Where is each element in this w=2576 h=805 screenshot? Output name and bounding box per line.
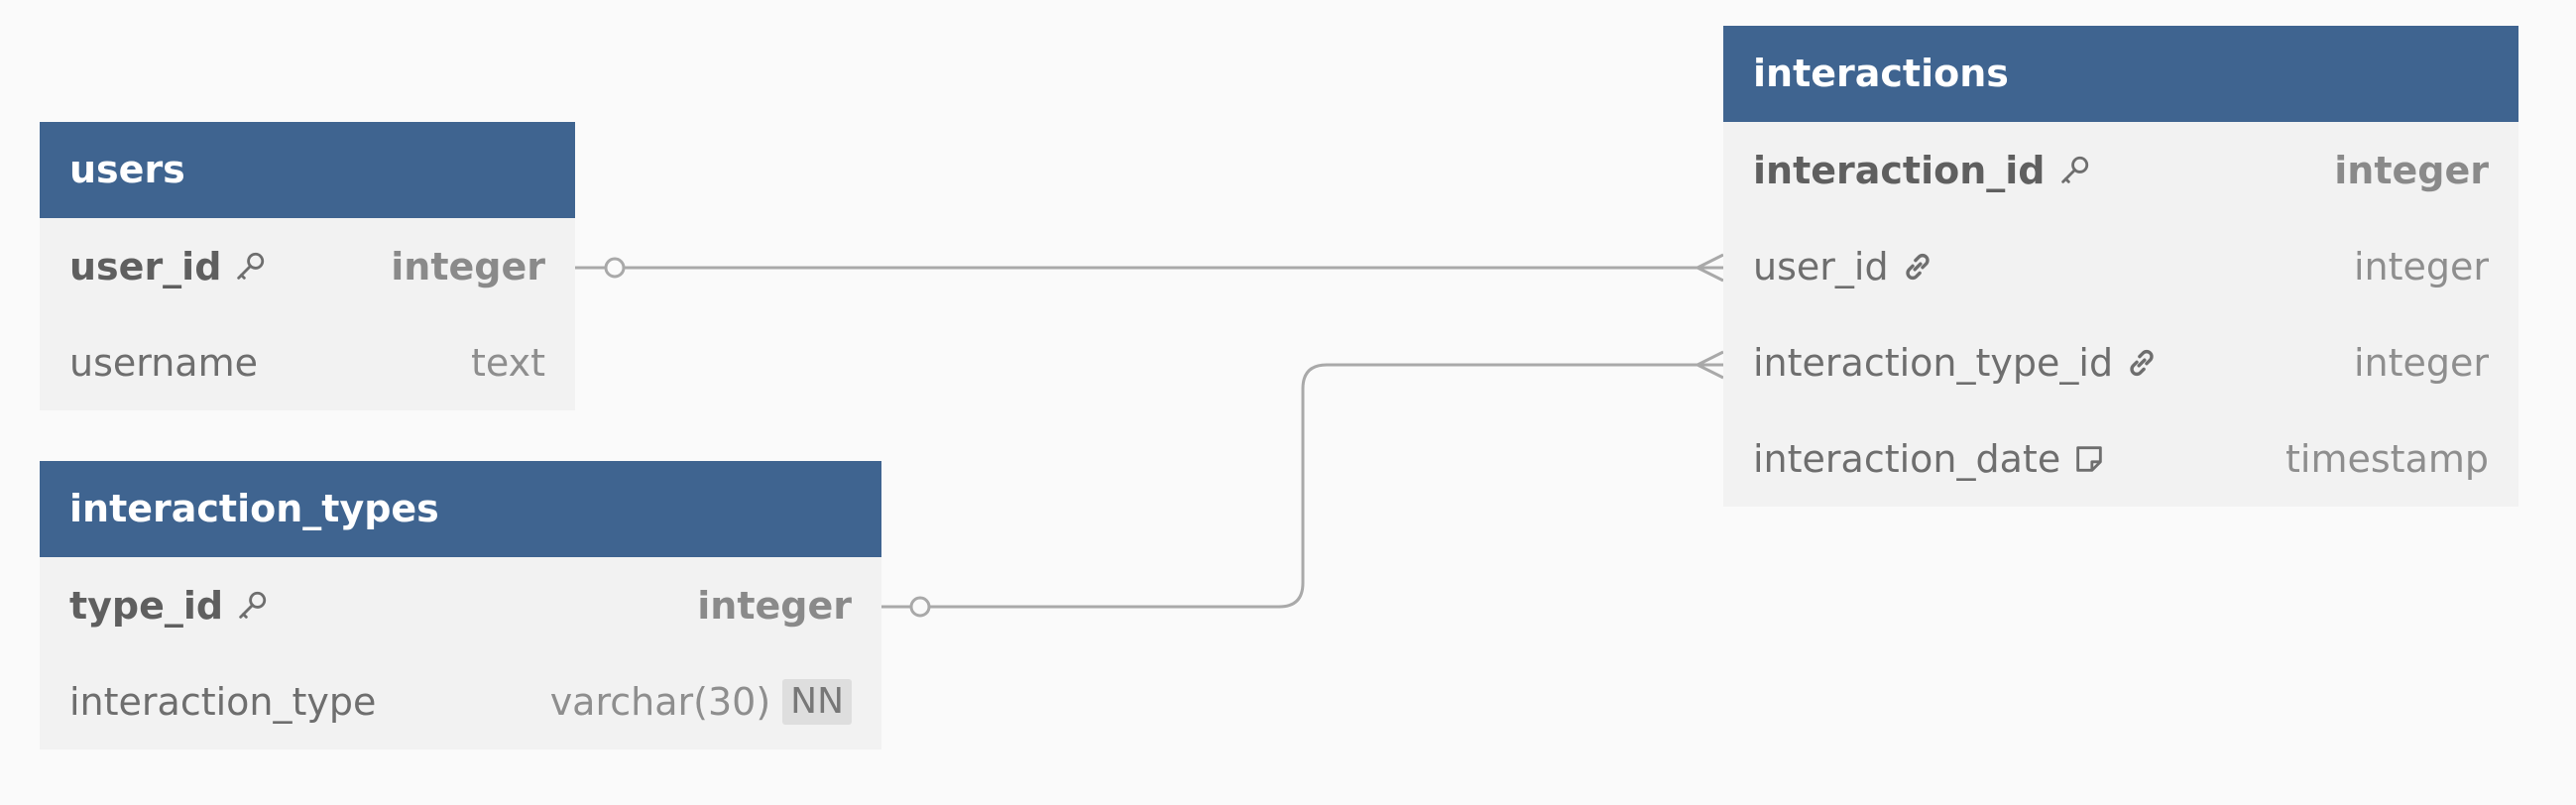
column-name: interaction_type_id <box>1753 340 2114 385</box>
table-row[interactable]: user_id integer <box>40 218 575 314</box>
column-name: user_id <box>69 244 222 288</box>
column-type: integer <box>391 244 545 288</box>
column-name: interaction_type <box>69 679 377 724</box>
column-type: integer <box>2353 244 2489 288</box>
table-row[interactable]: interaction_type varchar(30) NN <box>40 653 881 749</box>
table-row[interactable]: interaction_id integer <box>1723 122 2518 218</box>
table-row[interactable]: username text <box>40 314 575 410</box>
table-row[interactable]: type_id integer <box>40 557 881 653</box>
table-header[interactable]: interactions <box>1723 26 2518 122</box>
column-type: varchar(30) <box>549 679 771 724</box>
column-name: username <box>69 340 258 385</box>
table-row[interactable]: interaction_type_id integer <box>1723 314 2518 410</box>
relationship-users-to-interactions <box>575 253 1724 283</box>
relationship-interaction-types-to-interactions <box>881 350 1724 618</box>
table-users[interactable]: users user_id integer username text <box>40 122 575 410</box>
column-name: type_id <box>69 583 224 628</box>
key-icon <box>233 250 267 284</box>
column-type: integer <box>2334 148 2489 192</box>
column-type: integer <box>697 583 852 628</box>
not-null-badge: NN <box>782 678 852 725</box>
column-name: interaction_date <box>1753 436 2061 481</box>
column-type: text <box>471 340 545 385</box>
column-name: interaction_id <box>1753 148 2046 192</box>
table-interactions[interactable]: interactions interaction_id integer user… <box>1723 26 2518 507</box>
link-icon <box>2125 346 2159 380</box>
table-interaction-types[interactable]: interaction_types type_id integer intera… <box>40 461 881 749</box>
table-row[interactable]: interaction_date timestamp <box>1723 410 2518 507</box>
table-header[interactable]: users <box>40 122 575 218</box>
key-icon <box>235 589 269 623</box>
table-header[interactable]: interaction_types <box>40 461 881 557</box>
key-icon <box>2057 154 2091 187</box>
link-icon <box>1901 250 1934 284</box>
column-name: user_id <box>1753 244 1889 288</box>
note-icon <box>2072 442 2106 476</box>
table-row[interactable]: user_id integer <box>1723 218 2518 314</box>
column-type: integer <box>2353 340 2489 385</box>
column-type: timestamp <box>2285 436 2489 481</box>
